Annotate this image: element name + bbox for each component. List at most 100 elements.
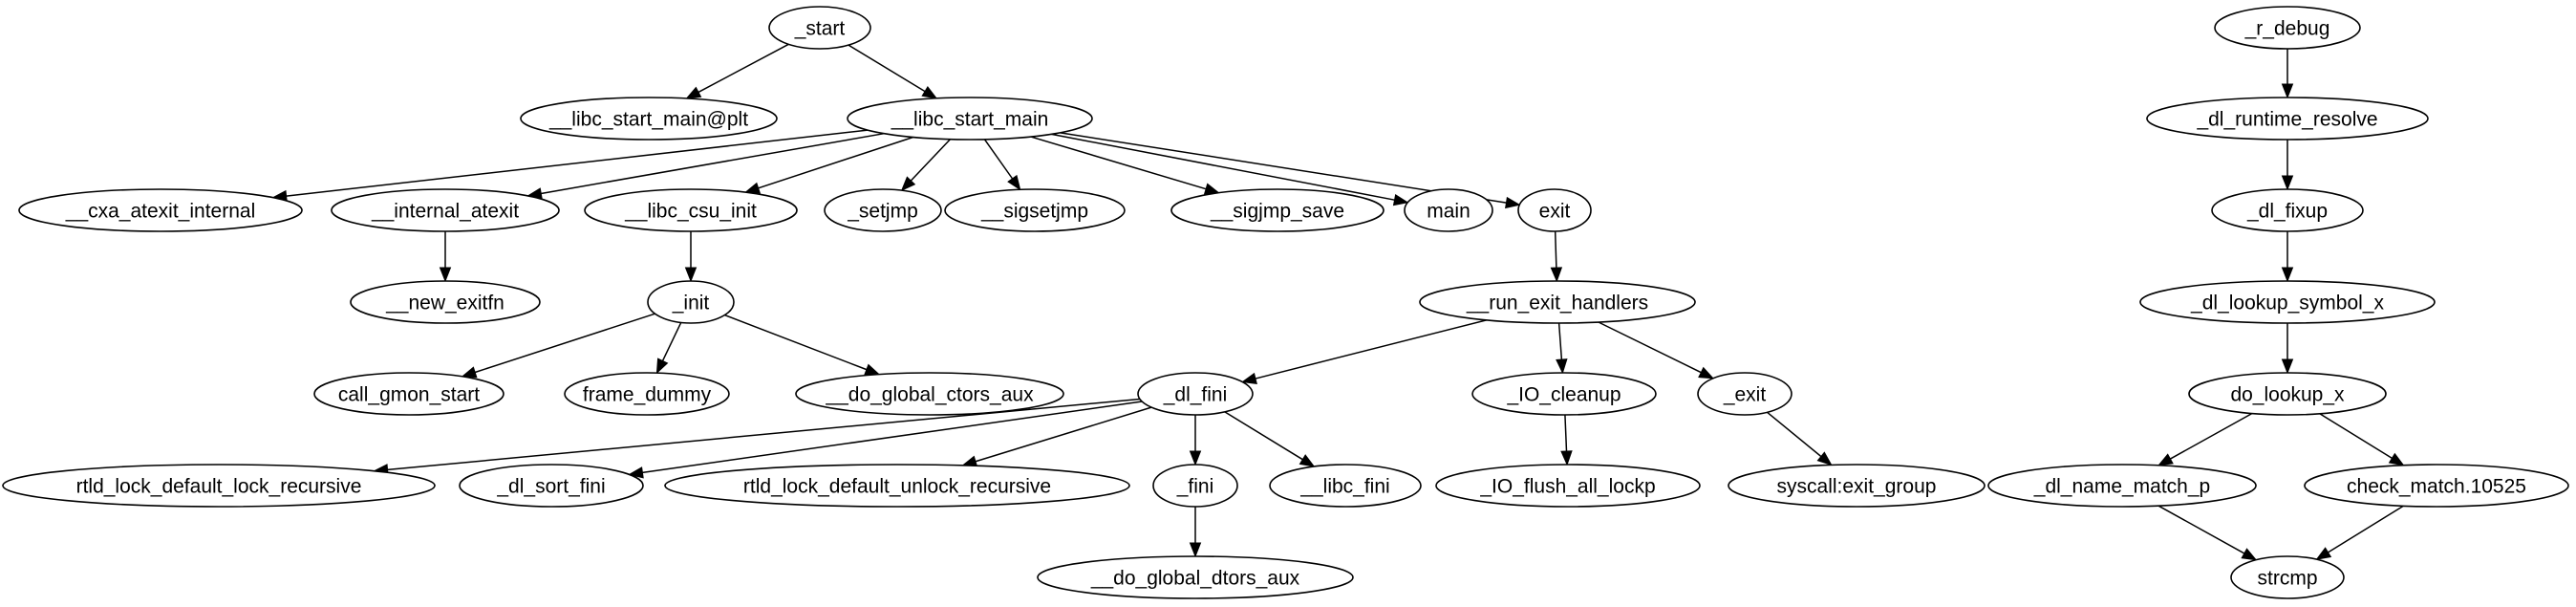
edge-libc-start-main-to-sigjmp-save bbox=[1030, 136, 1220, 195]
node-ellipse bbox=[1269, 464, 1422, 508]
arrowhead bbox=[2281, 358, 2294, 375]
edge-line bbox=[1557, 322, 1563, 360]
edge-line bbox=[1051, 133, 1395, 201]
node-label: rtld_lock_default_lock_recursive bbox=[76, 476, 362, 498]
arrowhead bbox=[2281, 267, 2294, 283]
node-io-flush-all-lockp: _IO_flush_all_lockp bbox=[1435, 464, 1701, 508]
node-ellipse bbox=[1170, 188, 1385, 232]
node-ellipse bbox=[647, 280, 735, 324]
arrowhead bbox=[1698, 366, 1715, 379]
node-ellipse bbox=[795, 372, 1064, 416]
node-fini: _fini bbox=[1152, 464, 1238, 508]
node-call-gmon-start: call_gmon_start bbox=[313, 372, 504, 416]
node-ellipse bbox=[18, 188, 303, 232]
edge-line bbox=[1224, 411, 1303, 461]
edge-line bbox=[642, 401, 1143, 474]
edge-line bbox=[2170, 412, 2253, 460]
node-dl-fixup: _dl_fixup bbox=[2211, 188, 2364, 232]
node-do-global-ctors-aux: __do_global_ctors_aux bbox=[795, 372, 1064, 416]
node-sigsetjmp: __sigsetjmp bbox=[944, 188, 1126, 232]
edge-line bbox=[724, 314, 868, 371]
arrowhead bbox=[2157, 453, 2174, 466]
node-label: __libc_start_main bbox=[891, 109, 1049, 131]
edges-layer bbox=[271, 43, 2405, 561]
node-ellipse bbox=[2188, 372, 2387, 416]
edge-line bbox=[983, 139, 1014, 180]
node-syscall-exit-group: syscall:exit_group bbox=[1728, 464, 1986, 508]
node-label: __do_global_ctors_aux bbox=[825, 384, 1034, 406]
node-label: _init bbox=[672, 293, 710, 314]
node-libc-fini: __libc_fini bbox=[1269, 464, 1422, 508]
arrowhead bbox=[864, 363, 881, 376]
arrowhead bbox=[1241, 372, 1257, 384]
node-label: __libc_fini bbox=[1299, 476, 1389, 498]
node-exit: exit bbox=[1517, 188, 1592, 232]
node-ellipse bbox=[1419, 280, 1696, 324]
node-label: __new_exitfn bbox=[385, 293, 504, 314]
nodes-layer: _start __libc_start_main@plt __libc_start_… bbox=[2, 6, 2569, 599]
edge-line bbox=[387, 398, 1140, 471]
edge-r-debug-to-dl-runtime-resolve bbox=[2281, 49, 2294, 99]
edge-do-lookup-x-to-check-match bbox=[2319, 413, 2405, 466]
arrowhead bbox=[900, 176, 916, 192]
node-start: _start bbox=[768, 6, 871, 50]
edge-line bbox=[1030, 136, 1207, 190]
node-label: _setjmp bbox=[847, 201, 918, 223]
node-ellipse bbox=[1435, 464, 1701, 508]
edge-libc-start-main-to-cxa-atexit-internal bbox=[271, 129, 869, 203]
edge-line bbox=[2319, 413, 2393, 460]
node-label: frame_dummy bbox=[583, 384, 712, 406]
node-label: _dl_fini bbox=[1163, 384, 1228, 406]
arrowhead bbox=[1816, 451, 1833, 466]
arrowhead bbox=[2315, 547, 2332, 560]
node-ellipse bbox=[944, 188, 1126, 232]
arrowhead bbox=[685, 86, 702, 99]
node-strcmp: strcmp bbox=[2230, 555, 2345, 599]
node-ellipse bbox=[2211, 188, 2364, 232]
arrowhead bbox=[2281, 175, 2294, 191]
edge-dl-fini-to-libc-fini bbox=[1224, 411, 1316, 467]
edge-line bbox=[1255, 319, 1487, 379]
edge-line bbox=[286, 129, 869, 197]
node-do-global-dtors-aux: __do_global_dtors_aux bbox=[1037, 555, 1354, 599]
arrowhead bbox=[1189, 542, 1202, 558]
node-ellipse bbox=[1152, 464, 1238, 508]
edge-io-cleanup-to-io-flush-all-lockp bbox=[1560, 414, 1573, 466]
edge-dl-fini-to-rtld-lock-default-unlock-recursive bbox=[961, 406, 1152, 467]
arrowhead bbox=[684, 267, 698, 283]
node-ellipse bbox=[2139, 280, 2436, 324]
node-label: strcmp bbox=[2258, 568, 2318, 590]
edge-dl-fini-to-fini bbox=[1189, 415, 1202, 466]
edge-exit2-to-syscall-exit-group bbox=[1767, 411, 1833, 466]
node-label: exit bbox=[1539, 201, 1571, 223]
edge-line bbox=[1564, 414, 1568, 452]
node-do-lookup-x: do_lookup_x bbox=[2188, 372, 2387, 416]
node-dl-name-match-p: _dl_name_match_p bbox=[1987, 464, 2257, 508]
node-label: __run_exit_handlers bbox=[1466, 293, 1648, 314]
edge-dl-name-match-p-to-strcmp bbox=[2157, 505, 2258, 561]
arrowhead bbox=[461, 366, 478, 379]
node-rtld-lock-default-lock-recursive: rtld_lock_default_lock_recursive bbox=[2, 464, 436, 508]
node-ellipse bbox=[331, 188, 560, 232]
edge-dl-lookup-symbol-x-to-do-lookup-x bbox=[2281, 323, 2294, 375]
node-ellipse bbox=[459, 464, 644, 508]
edge-libc-start-main-to-setjmp bbox=[900, 139, 951, 192]
node-label: call_gmon_start bbox=[338, 384, 480, 406]
node-ellipse bbox=[350, 280, 541, 324]
node-ellipse bbox=[768, 6, 871, 50]
node-libc-csu-init: __libc_csu_init bbox=[584, 188, 798, 232]
node-io-cleanup: _IO_cleanup bbox=[1471, 372, 1657, 416]
edge-line bbox=[474, 313, 655, 374]
edge-libc-csu-init-to-init bbox=[684, 231, 698, 283]
edge-line bbox=[910, 139, 951, 182]
edge-start-to-libc-start-main-plt bbox=[685, 43, 789, 99]
node-label: _dl_fixup bbox=[2246, 201, 2328, 223]
arrowhead bbox=[1189, 450, 1202, 466]
edge-dl-fini-to-rtld-lock-default-lock-recursive bbox=[373, 398, 1140, 476]
edge-libc-start-main-to-sigsetjmp bbox=[983, 139, 1021, 191]
node-label: __do_global_dtors_aux bbox=[1090, 568, 1300, 590]
edge-dl-runtime-resolve-to-dl-fixup bbox=[2281, 140, 2294, 191]
node-label: __libc_start_main@plt bbox=[548, 109, 748, 131]
edge-line bbox=[1598, 321, 1702, 374]
arrowhead bbox=[744, 182, 762, 194]
